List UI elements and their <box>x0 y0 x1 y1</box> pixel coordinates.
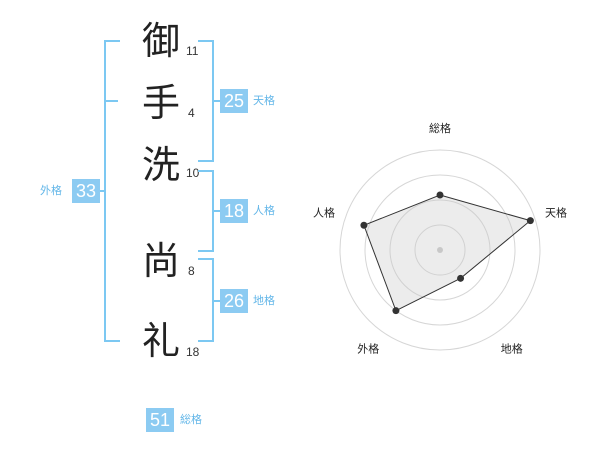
radar-axis-label: 外格 <box>357 342 379 356</box>
radar-axis-label: 人格 <box>313 205 335 219</box>
chikaku-value-badge: 26 <box>220 289 248 313</box>
radar-ring <box>389 199 491 301</box>
bracket-tick <box>212 210 220 212</box>
stroke-count-1: 11 <box>186 44 199 58</box>
name-char-1: 御 <box>142 19 181 63</box>
tenkaku-label: 天格 <box>253 94 275 107</box>
jinkaku-value-badge: 18 <box>220 199 248 223</box>
soukaku-label: 総格 <box>180 413 202 426</box>
radar-center-dot <box>437 247 443 253</box>
radar-axis-label: 総格 <box>429 121 451 135</box>
bracket-tick <box>104 100 118 102</box>
stroke-count-2: 4 <box>188 106 195 120</box>
radar-ring <box>414 224 466 276</box>
chikaku-label: 地格 <box>253 294 275 307</box>
radar-point-4 <box>392 307 400 315</box>
bracket-tick <box>212 300 220 302</box>
radar-point-5 <box>360 221 368 229</box>
radar-axis-label: 地格 <box>501 342 523 356</box>
radar-point-2 <box>526 217 534 225</box>
stroke-count-3: 10 <box>186 166 200 180</box>
name-char-5: 礼 <box>142 319 181 363</box>
gaikaku-label: 外格 <box>40 184 62 197</box>
radar-point-3 <box>457 274 465 282</box>
jinkaku-label: 人格 <box>253 204 275 217</box>
name-strokes-panel: 御 11 手 4 洗 10 尚 8 礼 18 25 天格 18 人格 26 地格… <box>40 19 275 432</box>
bracket-tick <box>212 100 220 102</box>
radar-data-polygon <box>363 194 532 312</box>
fortune-radar-panel: 総格天格地格 外格 人格 <box>300 0 600 470</box>
name-char-4: 尚 <box>142 239 181 283</box>
gaikaku-bracket <box>104 40 120 342</box>
name-char-2: 手 <box>142 81 181 125</box>
radar-axis-label: 天格 <box>545 205 567 219</box>
radar-point-1 <box>436 191 444 199</box>
stroke-count-5: 18 <box>186 345 200 359</box>
name-char-3: 洗 <box>142 143 181 187</box>
radar-ring <box>364 174 516 326</box>
stroke-count-4: 8 <box>188 264 195 278</box>
gaikaku-value-badge: 33 <box>72 179 100 203</box>
soukaku-value-badge: 51 <box>146 408 174 432</box>
tenkaku-value-badge: 25 <box>220 89 248 113</box>
